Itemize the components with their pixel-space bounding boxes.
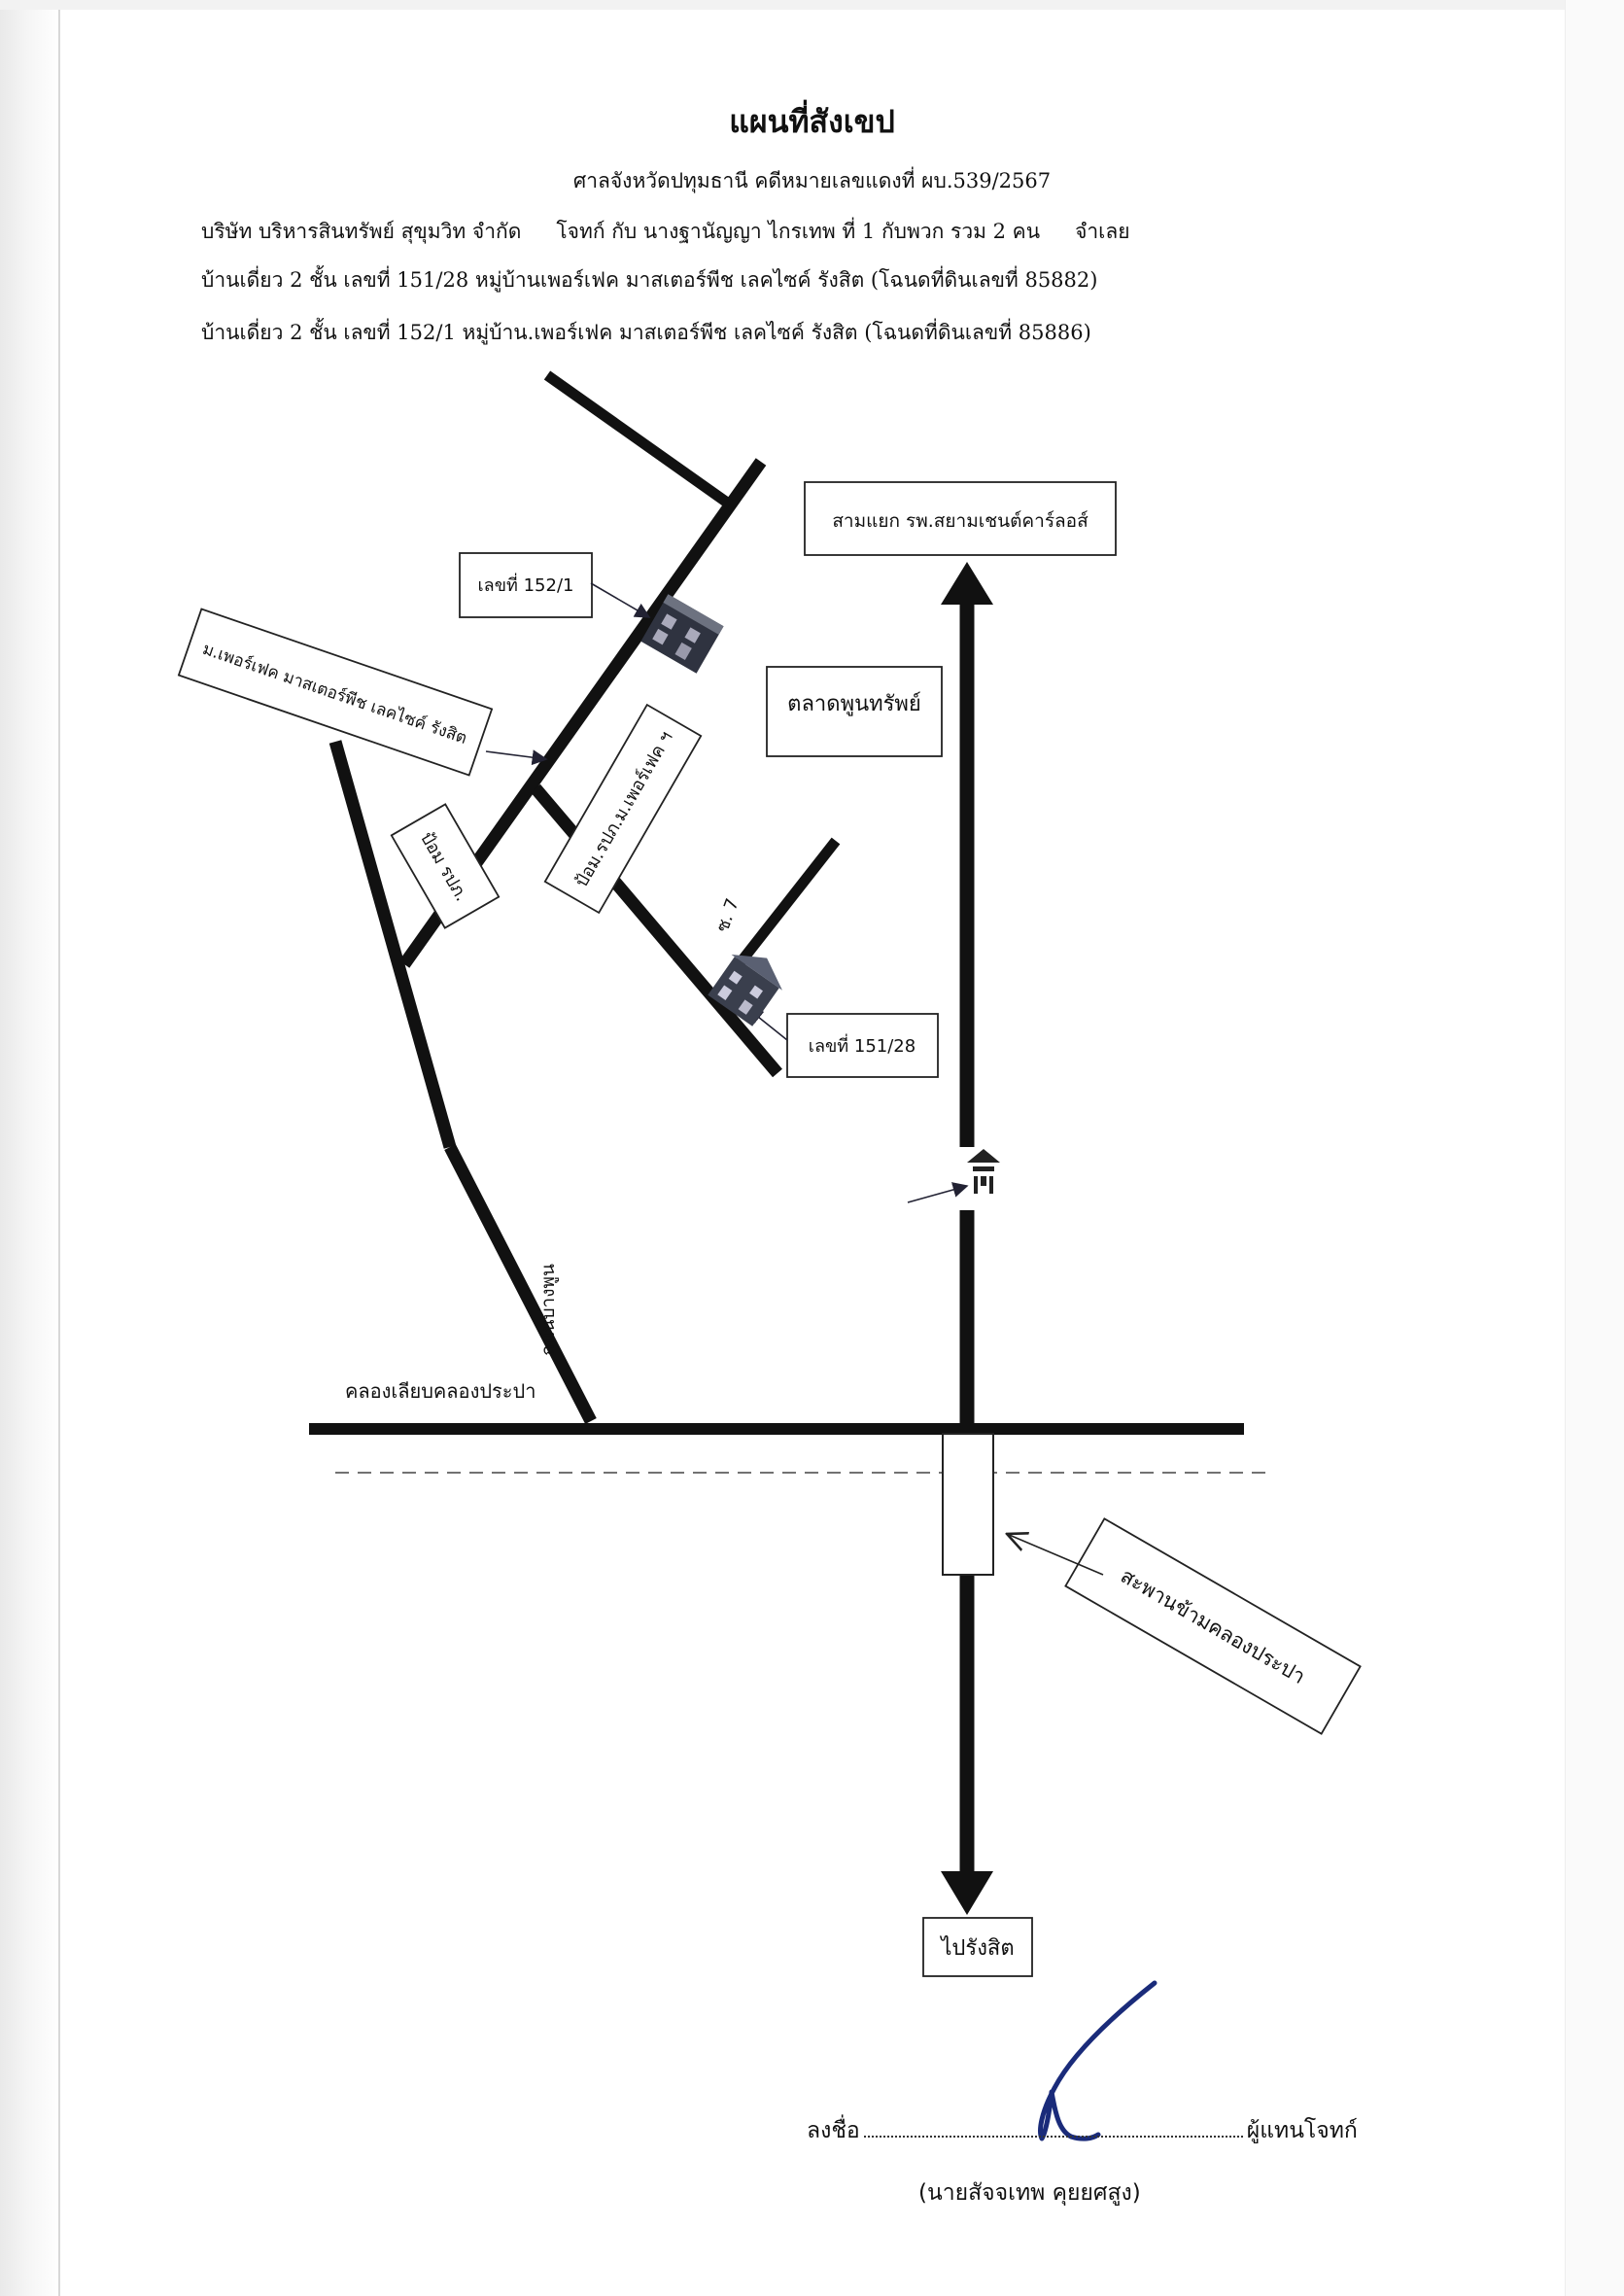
signer-role: ผู้แทนโจทก์ [1246, 2118, 1358, 2143]
parties-vs: โจทก์ กับ นางฐานัญญา ไกรเทพ ที่ 1 กับพวก… [556, 220, 1041, 243]
house-icon [640, 594, 724, 674]
house-152-label: เลขที่ 152/1 [478, 573, 574, 596]
scan-edge-right [1565, 0, 1624, 2296]
west-road-lower [444, 1144, 597, 1424]
house-icon [708, 954, 782, 1026]
police-box-1: ป้อม รปภ. [390, 803, 501, 929]
signature-dots [863, 2118, 1243, 2138]
house-152-pointer [590, 582, 651, 618]
house-151-box: เลขที่ 151/28 [786, 1013, 939, 1078]
court-case-line: ศาลจังหวัดปทุมธานี คดีหมายเลขแดงที่ ผบ.5… [572, 169, 1052, 192]
house-151-label: เลขที่ 151/28 [809, 1033, 916, 1057]
house-152-box: เลขที่ 152/1 [459, 552, 593, 618]
to-rangsit-label: ไปรังสิต [939, 1935, 1014, 1961]
property-line-1: บ้านเดี่ยว 2 ชั้น เลขที่ 151/28 หมู่บ้าน… [201, 268, 1098, 292]
inner-road [531, 783, 782, 1078]
bridge-pointer [1007, 1534, 1104, 1576]
signer-name: (นายสัจจเทพ คุยยศสูง) [918, 2180, 1141, 2206]
top-junction-label: สามแยก รพ.สยามเชนต์คาร์ลอส์ [832, 510, 1088, 532]
canal-road-label: คลองเลียบคลองประปา [345, 1379, 536, 1403]
defendant-label: จำเลย [1075, 220, 1130, 243]
top-junction-box: สามแยก รพ.สยามเชนต์คาร์ลอส์ [804, 481, 1117, 556]
bridge-label-box: สะพานข้ามคลองประปา [1064, 1517, 1362, 1735]
south-arrow-head [941, 1871, 993, 1915]
parties-line: บริษัท บริหารสินทรัพย์ สุขุมวิท จำกัด โจท… [201, 216, 1130, 248]
scan-edge-top [0, 0, 1624, 10]
upper-branch-road [543, 370, 734, 509]
north-arrow-head [941, 562, 993, 605]
bridge-rect [942, 1433, 994, 1576]
soi-7-label: ซ. 7 [712, 896, 743, 935]
scan-edge-left [0, 0, 60, 2296]
sign-label: ลงชื่อ [807, 2118, 860, 2143]
property-line-2: บ้านเดี่ยว 2 ชั้น เลขที่ 152/1 หมู่บ้าน.… [201, 321, 1091, 344]
west-road [328, 740, 457, 1149]
document-title: แผนที่สังเขป [729, 103, 895, 140]
landmark-pointer [907, 1182, 969, 1203]
to-rangsit-box: ไปรังสิต [922, 1917, 1033, 1977]
village-pointer [485, 749, 548, 766]
road-side-label: ถนนบางพูน [537, 1264, 559, 1356]
signature-line: ลงชื่อ ผู้แทนโจทก์ [807, 2113, 1358, 2148]
landmark-house-icon [967, 1149, 1000, 1198]
plaintiff-name: บริษัท บริหารสินทรัพย์ สุขุมวิท จำกัด [201, 220, 522, 243]
market-box: ตลาดพูนทรัพย์ [766, 666, 943, 757]
market-label: ตลาดพูนทรัพย์ [787, 692, 921, 716]
